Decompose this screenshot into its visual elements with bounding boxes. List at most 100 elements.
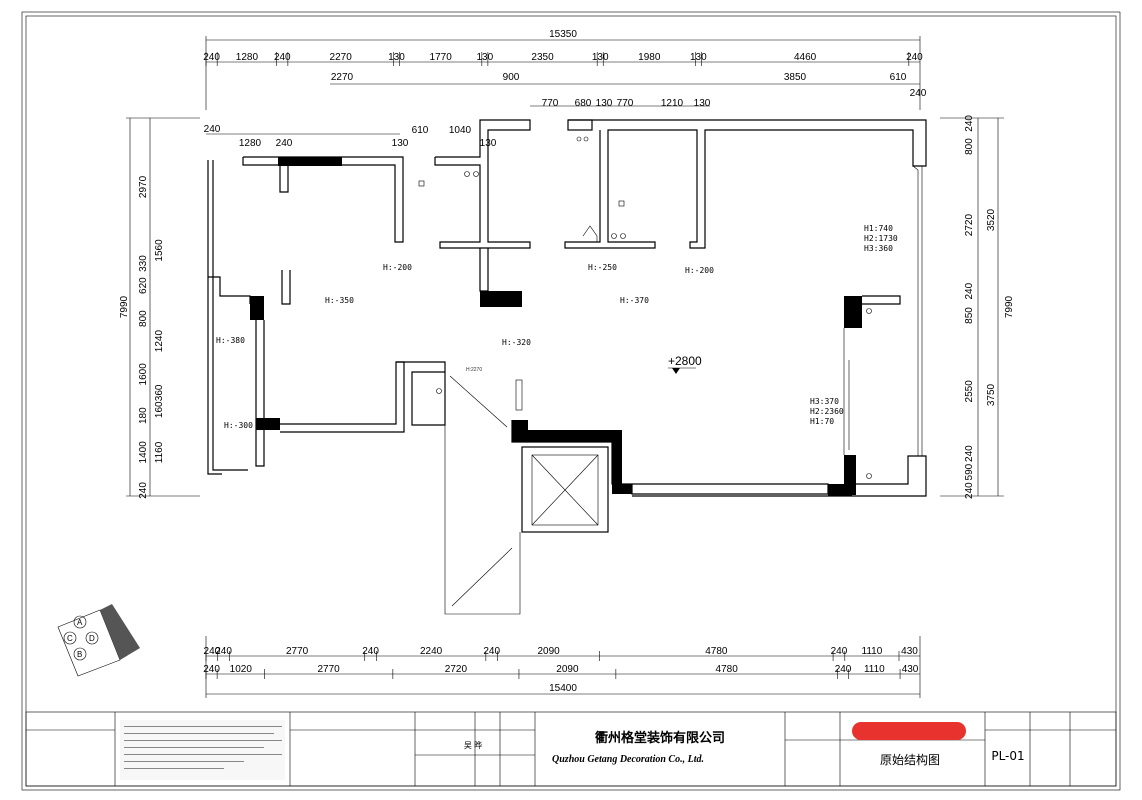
dim-bottom-total: 15400 [549, 683, 577, 694]
dim-top2-e: 240 [910, 88, 927, 99]
door-leaf [515, 379, 523, 411]
wall-bath-1 [434, 119, 531, 249]
dim-inner-d: 610 [412, 125, 429, 136]
dim-bottom1-6: 2090 [537, 646, 560, 657]
dim-top1-0: 240 [203, 52, 220, 63]
dim-top1-6: 130 [477, 52, 494, 63]
company-name-en: Quzhou Getang Decoration Co., Ltd. [552, 754, 704, 765]
sheet-outer-border [21, 11, 1121, 791]
compass-b: B [77, 650, 82, 659]
drain-icon-4 [583, 136, 589, 142]
title-block: 吴 晔 衢州格堂装饰有限公司 Quzhou Getang Decoration … [25, 711, 1117, 787]
dim-inner-c: 240 [276, 138, 293, 149]
dim-bottom2-5: 4780 [716, 664, 739, 675]
dim-bottom1-7: 4780 [705, 646, 728, 657]
dim-top2-b: 900 [503, 72, 520, 83]
dim-bottom2-6: 240 [835, 664, 852, 675]
drawing-title: 原始结构图 [880, 752, 940, 767]
dim-bottom1-3: 240 [362, 646, 379, 657]
vent-icon-2 [618, 200, 625, 207]
column-core-a [512, 420, 528, 442]
dim-bottom1-8: 240 [831, 646, 848, 657]
column-top-left [278, 157, 342, 166]
dim-bottom2-2: 2770 [318, 664, 341, 675]
elevation-label: +2800 [668, 354, 702, 368]
dim-bottom1-2: 2770 [286, 646, 309, 657]
dim-left-2: 620 [138, 277, 149, 294]
drain-icon-2 [473, 171, 479, 177]
dim-top1-12: 240 [906, 52, 923, 63]
wall-balcony-divider [255, 320, 265, 467]
dim-left-5: 180 [138, 407, 149, 424]
dim-top1-7: 2350 [531, 52, 554, 63]
drain-icon-8 [866, 473, 872, 479]
dim-bottom2-3: 2720 [445, 664, 468, 675]
dim-inner-f: 130 [392, 138, 409, 149]
dim-right-3: 240 [964, 282, 975, 299]
dim-bottom2-7: 1110 [864, 664, 885, 675]
dim-right-total: 7990 [1004, 295, 1015, 318]
height-right-top-3: H3:360 [864, 244, 893, 253]
dim-top2-c: 3850 [784, 72, 807, 83]
dim-top1-4: 130 [388, 52, 405, 63]
wall-lower-left [280, 361, 405, 433]
dim-top1-1: 1280 [236, 52, 259, 63]
height-annotations: H:-200 H:-250 H:-200 H:-350 H:-370 H:-38… [216, 224, 898, 430]
dim-right-8: 240 [964, 482, 975, 499]
dim-bottom1-5: 240 [483, 646, 500, 657]
dim-right-5: 2550 [964, 380, 975, 403]
drain-icon-6 [620, 233, 626, 239]
dim-bottom2-8: 430 [902, 664, 919, 675]
column-left-low [256, 418, 280, 430]
dim-top2-d: 610 [890, 72, 907, 83]
dim-bottom1-10: 430 [901, 646, 918, 657]
column-right-mid [844, 296, 862, 328]
stair-shaft-inner [531, 454, 599, 526]
height-right-mid-1: H3:370 [810, 397, 839, 406]
dim-left-total: 7990 [119, 295, 130, 318]
dim-inner-b: 1280 [239, 138, 262, 149]
elevation-marker [672, 368, 680, 374]
dim-top1-9: 1980 [638, 52, 661, 63]
floor-plan [207, 119, 927, 615]
height-right-mid-2: H2:2360 [810, 407, 844, 416]
dim-bottom2-4: 2090 [556, 664, 579, 675]
height-label-2: H:-250 [588, 263, 617, 272]
stair-shaft [521, 446, 609, 533]
height-label-8: H:-300 [224, 421, 253, 430]
company-name-cn: 衢州格堂装饰有限公司 [595, 730, 725, 746]
dim-bottom1-9: 1110 [862, 646, 883, 657]
dim-left-4: 1600 [138, 363, 149, 386]
wall-entry-corridor [444, 362, 521, 615]
dim-left-6: 1400 [138, 441, 149, 464]
height-label-3: H:-200 [685, 266, 714, 275]
height-right-top-2: H2:1730 [864, 234, 898, 243]
dim-right-0: 240 [964, 115, 975, 132]
drain-icon-1 [464, 171, 470, 177]
dim-top1-5: 1770 [430, 52, 453, 63]
dim-left2-3: 160 [154, 401, 165, 418]
dim-inner-e: 1040 [449, 125, 472, 136]
dim-right-6: 240 [964, 445, 975, 462]
signer-name: 吴 晔 [464, 740, 482, 750]
dim-top1-8: 130 [592, 52, 609, 63]
dim-top1-11: 4460 [794, 52, 817, 63]
dim-bottom1-0: 240 [204, 646, 221, 657]
dim-inner-a: 240 [204, 124, 221, 135]
wall-core-thick [528, 430, 632, 494]
dim-top3-a: 770 [542, 98, 559, 109]
drain-icon-7 [866, 308, 872, 314]
wall-closet [279, 165, 289, 193]
wall-storage [396, 361, 446, 426]
dim-right2-a: 3520 [986, 208, 997, 231]
dim-left2-4: 1160 [154, 441, 165, 463]
dim-right2-b: 3750 [986, 383, 997, 406]
column-center [480, 291, 522, 307]
stove-icon [582, 225, 598, 242]
height-label-9: H:2270 [466, 367, 482, 373]
dim-left-7: 240 [138, 482, 149, 499]
dim-right-1: 800 [964, 138, 975, 155]
